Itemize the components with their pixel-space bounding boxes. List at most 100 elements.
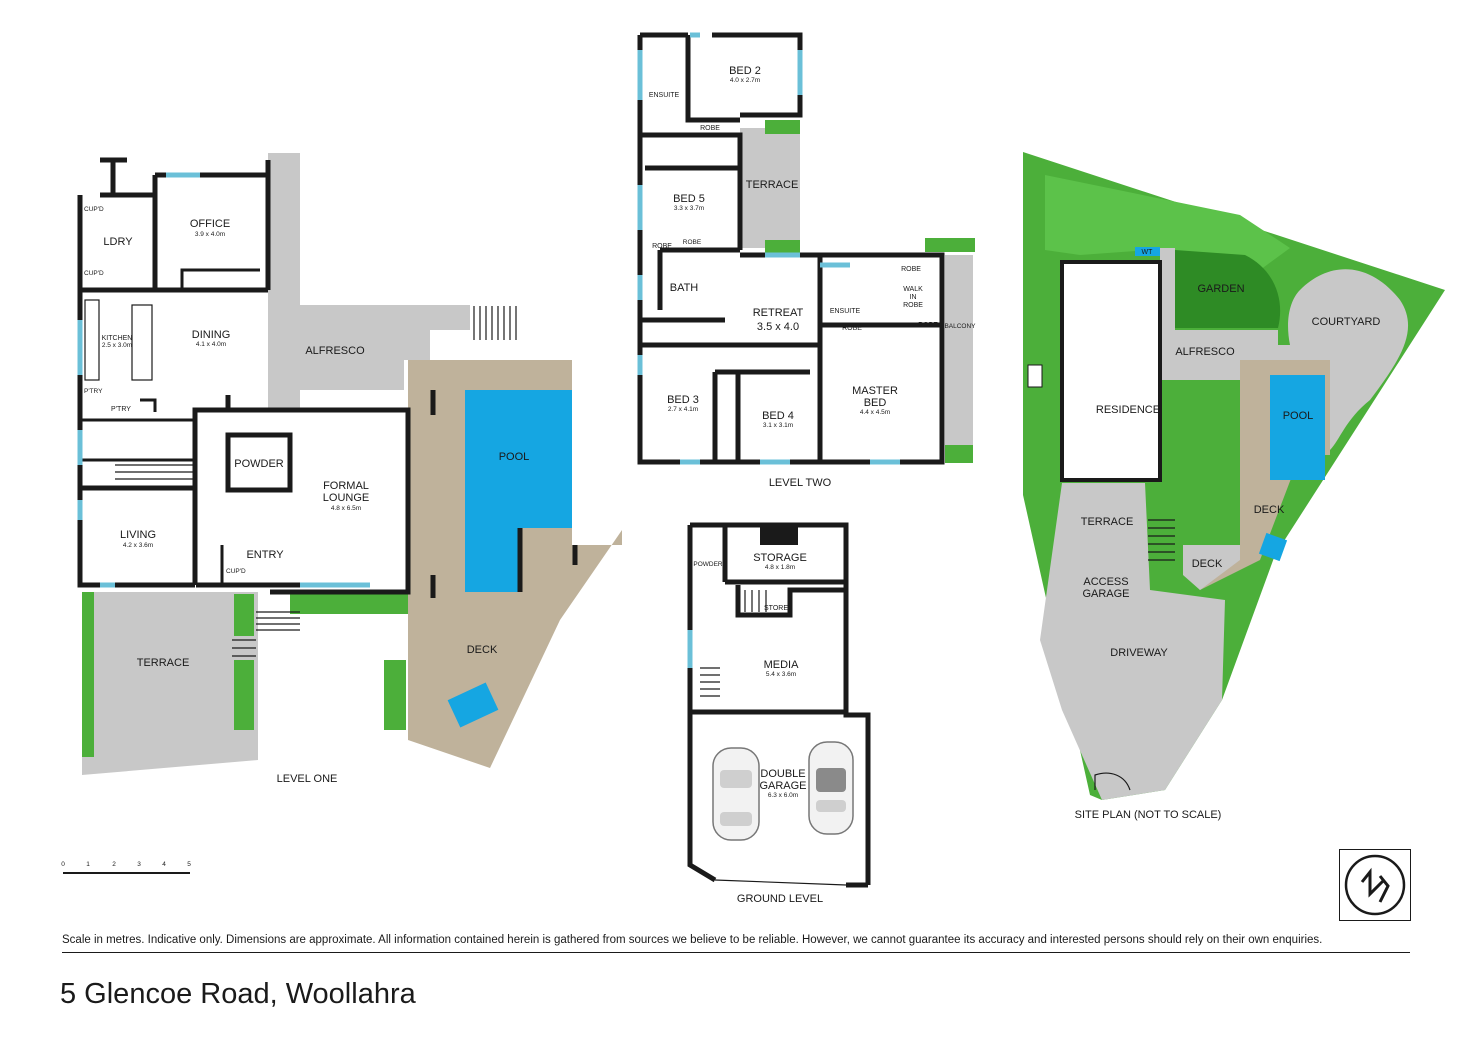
robe-label: ROBE — [683, 239, 702, 246]
water-tank-label: WT — [1142, 249, 1154, 256]
deck-label: DECK — [467, 644, 498, 656]
bed4-label: BED 4 — [762, 410, 794, 422]
pantry-label: P'TRY — [111, 406, 131, 413]
scale-tick-label: 0 — [61, 861, 65, 868]
scale-tick-label: 2 — [112, 861, 116, 868]
water-tank — [1135, 247, 1160, 256]
level-two-terrace-area — [740, 128, 800, 248]
ground-level-plan: STORAGE 4.8 x 1.8m POWDER STORE MEDIA 5.… — [687, 522, 871, 905]
formal-lounge-label: FORMAL — [323, 480, 369, 492]
cupboard-label: CUP'D — [84, 270, 104, 277]
kitchen-dim: 2.5 x 3.0m — [102, 342, 132, 349]
site-lower-deck — [1183, 545, 1240, 590]
formal-lounge-dim: 4.8 x 6.5m — [331, 505, 361, 512]
site-plan: WT GARDEN COURTYARD ALFRESCO RESIDENCE P… — [1023, 152, 1445, 821]
scale-bar: 0 1 2 3 4 5 — [61, 861, 191, 874]
walk-in-robe-label: IN — [910, 294, 917, 301]
bed5-label: BED 5 — [673, 193, 705, 205]
storage-block — [760, 527, 798, 545]
garden-lawn — [1045, 175, 1290, 270]
bed4-dim: 3.1 x 3.1m — [763, 422, 793, 429]
level-one-terrace-area — [82, 592, 258, 775]
garden-bed — [234, 594, 254, 636]
office-label: OFFICE — [190, 218, 230, 230]
walk-in-robe-label: ROBE — [903, 302, 923, 309]
robe-label: ROBE — [918, 322, 938, 329]
scale-tick-label: 3 — [137, 861, 141, 868]
powder-label: POWDER — [234, 458, 284, 470]
garage-dim: 6.3 x 6.0m — [768, 792, 798, 799]
driveway-label: DRIVEWAY — [1110, 647, 1168, 659]
cupboard-label: CUP'D — [226, 568, 246, 575]
master-bed-dim: 4.4 x 4.5m — [860, 409, 890, 416]
scale-tick-label: 1 — [86, 861, 90, 868]
robe-label: ROBE — [901, 266, 921, 273]
master-bed-label: BED — [864, 397, 887, 409]
car-icon — [808, 741, 854, 835]
bed2-dim: 4.0 x 2.7m — [730, 77, 760, 84]
site-deck-label: DECK — [1254, 504, 1285, 516]
driveway-area — [1040, 483, 1225, 800]
level-one-title: LEVEL ONE — [277, 773, 338, 785]
access-garage-label: GARAGE — [1082, 588, 1129, 600]
scale-tick-label: 4 — [162, 861, 166, 868]
garden-bed — [234, 660, 254, 730]
planter — [765, 240, 800, 254]
site-pool — [1270, 375, 1325, 480]
balcony-area — [945, 255, 973, 455]
stairs — [115, 306, 517, 657]
disclaimer-text: Scale in metres. Indicative only. Dimens… — [62, 934, 1323, 946]
residence-label: RESIDENCE — [1096, 404, 1160, 416]
formal-lounge-label: LOUNGE — [323, 492, 369, 504]
dining-label: DINING — [192, 329, 231, 341]
office-dim: 3.9 x 4.0m — [195, 231, 225, 238]
scale-tick-label: 5 — [187, 861, 191, 868]
walk-in-robe-label: WALK — [903, 286, 923, 293]
site-lower-deck-label: DECK — [1192, 558, 1223, 570]
site-terrace-label: TERRACE — [1081, 516, 1134, 528]
garage-label: GARAGE — [759, 780, 806, 792]
car-icon — [712, 747, 760, 841]
robe-label: ROBE — [652, 243, 672, 250]
media-dim: 5.4 x 3.6m — [766, 671, 796, 678]
ensuite-label: ENSUITE — [649, 92, 680, 99]
level-two-terrace-label: TERRACE — [746, 179, 799, 191]
level-one-spa — [447, 682, 499, 728]
laundry-label: LDRY — [103, 236, 133, 248]
terrace-label: TERRACE — [137, 657, 190, 669]
living-dim: 4.2 x 3.6m — [123, 542, 153, 549]
garage-label: DOUBLE — [760, 768, 805, 780]
alfresco-area — [268, 153, 470, 410]
balcony-label: BALCONY — [944, 323, 976, 330]
living-label: LIVING — [120, 529, 156, 541]
pantry-label: P'TRY — [84, 388, 103, 395]
retreat-dim: 3.5 x 4.0 — [757, 321, 799, 333]
site-pool-label: POOL — [1283, 410, 1314, 422]
bath-label: BATH — [670, 282, 699, 294]
media-label: MEDIA — [764, 659, 800, 671]
storage-dim: 4.8 x 1.8m — [765, 564, 795, 571]
garden-bed — [290, 594, 408, 614]
kitchen-island — [131, 304, 153, 381]
pool-label: POOL — [499, 451, 530, 463]
garden-bed — [82, 592, 94, 757]
kitchen-bench — [84, 299, 100, 381]
level-two-title: LEVEL TWO — [769, 477, 832, 489]
planter — [765, 120, 800, 134]
level-one-pool — [465, 390, 572, 592]
garden-bed — [384, 660, 406, 730]
ground-level-title: GROUND LEVEL — [737, 893, 823, 905]
dining-dim: 4.1 x 4.0m — [196, 341, 226, 348]
planter — [945, 445, 973, 463]
bed2-label: BED 2 — [729, 65, 761, 77]
site-plan-title: SITE PLAN (NOT TO SCALE) — [1075, 809, 1222, 821]
robe-label: ROBE — [842, 325, 862, 332]
site-spa — [1258, 532, 1288, 562]
north-arrow-icon — [1339, 849, 1411, 921]
master-bed-label: MASTER — [852, 385, 898, 397]
alfresco-label: ALFRESCO — [305, 345, 365, 357]
courtyard-area — [1288, 269, 1409, 450]
store-label: STORE — [764, 605, 788, 612]
bed3-label: BED 3 — [667, 394, 699, 406]
